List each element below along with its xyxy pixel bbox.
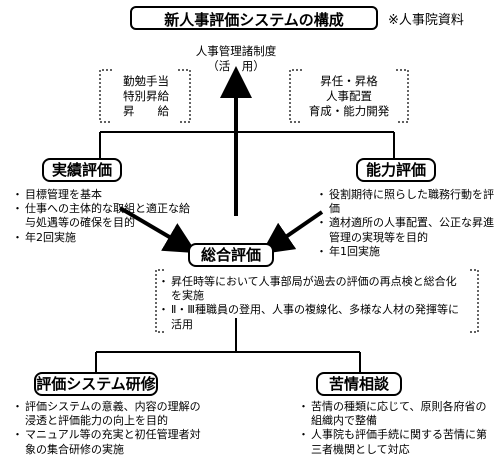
ability-eval-bullets: 役割期待に照らした職務行動を評価 適材適所の人事配置、公正な昇進管理の実現等を目…: [316, 188, 494, 259]
list-item: 苦情の種類に応じて、原則各府省の組織内で整備: [298, 400, 490, 428]
list-item: 昇 給: [123, 104, 169, 118]
left-usage-bracket: [99, 69, 191, 123]
list-item: 年2回実施: [12, 231, 190, 245]
usage-label-line2: （活 用）: [207, 59, 265, 73]
list-item: 特別昇給: [123, 89, 169, 103]
list-item: 昇任時等において人事部局が過去の評価の再点検と総合化を実施: [158, 275, 466, 303]
training-label: 評価システム研修: [34, 372, 158, 396]
list-item: Ⅱ・Ⅲ種職員の登用、人事の複線化、多様な人材の発揮等に活用: [158, 303, 466, 331]
list-item: 勤勉手当: [123, 74, 169, 88]
list-item: 評価システムの意義、内容の理解の浸透と評価能力の向上を目的: [12, 400, 204, 428]
list-item: 仕事への主体的な取組と適正な給与処遇等の確保を目的: [12, 202, 190, 230]
right-usage-items: 昇任・昇格 人事配置 育成・能力開発: [292, 74, 406, 119]
right-diagonal-arrow: [260, 210, 324, 255]
performance-eval-label: 実績評価: [42, 158, 122, 182]
performance-eval-bullets: 目標管理を基本 仕事への主体的な取組と適正な給与処遇等の確保を目的 年2回実施: [12, 188, 190, 245]
list-item: マニュアル等の充実と初任管理者対象の集合研修の実施: [12, 428, 204, 456]
list-item: 育成・能力開発: [308, 104, 390, 118]
training-bullets: 評価システムの意義、内容の理解の浸透と評価能力の向上を目的 マニュアル等の充実と…: [12, 400, 204, 457]
list-item: 役割期待に照らした職務行動を評価: [316, 188, 494, 216]
overall-bracket: [155, 269, 164, 333]
left-usage-items: 勤勉手当 特別昇給 昇 給: [104, 74, 188, 119]
page-title: 新人事評価システムの構成: [130, 6, 378, 30]
usage-label: 人事管理諸制度 （活 用）: [186, 44, 286, 74]
list-item: 年1回実施: [316, 245, 494, 259]
list-item: 目標管理を基本: [12, 188, 190, 202]
source-note: ※人事院資料: [388, 13, 464, 28]
overall-eval-bullets: 昇任時等において人事部局が過去の評価の再点検と総合化を実施 Ⅱ・Ⅲ種職員の登用、…: [158, 275, 466, 332]
list-item: 人事院も評価手続に関する苦情に第三者機関として対応: [298, 428, 490, 456]
overall-eval-label: 総合評価: [188, 243, 274, 267]
list-item: 昇任・昇格: [320, 74, 378, 88]
list-item: 人事配置: [326, 89, 372, 103]
complaint-label: 苦情相談: [316, 372, 402, 396]
right-usage-bracket: [289, 69, 409, 123]
usage-label-line1: 人事管理諸制度: [195, 44, 277, 58]
list-item: 適材適所の人事配置、公正な昇進管理の実現等を目的: [316, 216, 494, 244]
ability-eval-label: 能力評価: [356, 158, 436, 182]
complaint-bullets: 苦情の種類に応じて、原則各府省の組織内で整備 人事院も評価手続に関する苦情に第三…: [298, 400, 490, 457]
